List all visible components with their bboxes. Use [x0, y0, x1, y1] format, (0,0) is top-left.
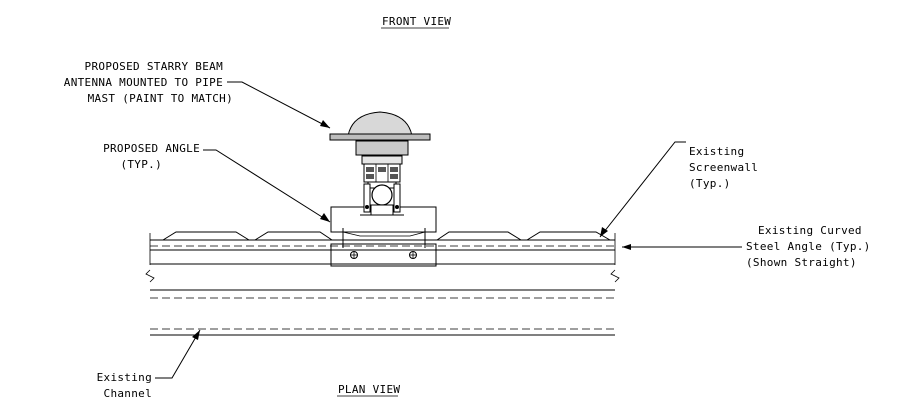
curved-angle-label-line2: Steel Angle (Typ.) — [746, 240, 871, 253]
angle-label-line2: (TYP.) — [120, 158, 162, 171]
angle-leader — [203, 149, 331, 223]
antenna-label-line2: ANTENNA MOUNTED TO PIPE — [64, 76, 223, 89]
curved-angle-label-line3: (Shown Straight) — [746, 256, 857, 269]
screenwall-profile — [162, 231, 611, 241]
channel-label-line2: Channel — [104, 387, 152, 400]
proposed-angle-bracket — [330, 206, 437, 267]
plan-view-title: PLAN VIEW — [338, 383, 400, 396]
antenna-label-line3: MAST (PAINT TO MATCH) — [88, 92, 233, 105]
curved-angle-label-line1: Existing Curved — [758, 224, 862, 237]
screenwall-leader-arrow — [600, 227, 608, 237]
channel-leader — [155, 329, 201, 379]
front-view-title: FRONT VIEW — [382, 15, 451, 28]
antenna-leader-arrow — [320, 120, 330, 128]
angle-label-line1: PROPOSED ANGLE — [103, 142, 200, 155]
channel-label-line1: Existing — [97, 371, 152, 384]
screenwall-leader — [599, 141, 686, 238]
angle-leader-arrow — [320, 213, 330, 222]
starry-beam-antenna — [329, 111, 431, 216]
channel-plan — [150, 289, 615, 336]
antenna-leader — [227, 81, 331, 129]
screenwall-label-line2: Screenwall — [689, 161, 758, 174]
screenwall-label-line3: (Typ.) — [689, 177, 731, 190]
curved-angle-leader-arrow — [622, 244, 631, 250]
screenwall-label-line1: Existing — [689, 145, 744, 158]
antenna-label-line1: PROPOSED STARRY BEAM — [85, 60, 224, 73]
steel-angle-front — [145, 233, 620, 283]
